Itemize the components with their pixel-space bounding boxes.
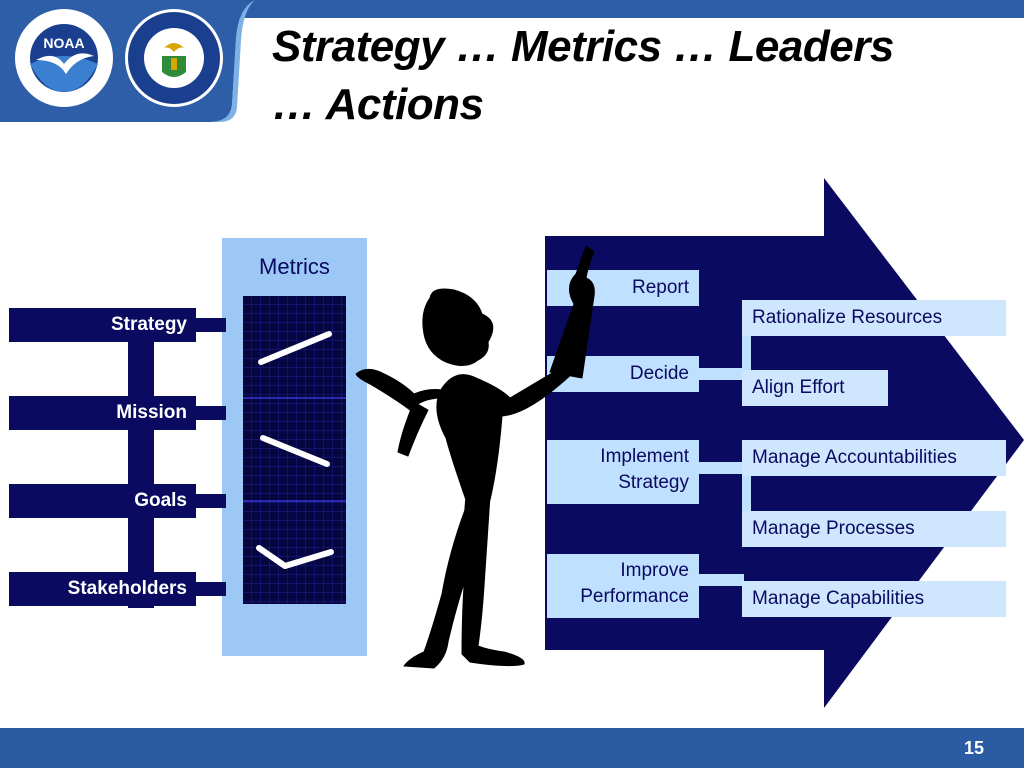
stakeholders-connector <box>196 582 226 596</box>
improve-line-2: Performance <box>580 586 689 607</box>
trend-dip-mark <box>256 545 334 569</box>
implement-line-2: Strategy <box>618 472 689 493</box>
strategy-connector <box>196 318 226 332</box>
stakeholders-bar: Stakeholders <box>9 572 196 606</box>
noaa-logo-text: NOAA <box>43 35 84 51</box>
title-line-2: … Actions <box>272 80 484 129</box>
implement-link <box>699 462 744 474</box>
trend-down-mark <box>260 435 330 467</box>
footer-band <box>0 728 1024 768</box>
title-line-1: Strategy … Metrics … Leaders <box>272 22 894 71</box>
implement-line-1: Implement <box>600 446 689 467</box>
goals-connector <box>196 494 226 508</box>
page-number: 15 <box>963 738 984 758</box>
doc-seal <box>125 9 223 107</box>
mission-connector <box>196 406 226 420</box>
metrics-grid <box>243 296 346 604</box>
manage-processes-box: Manage Processes <box>742 511 1006 547</box>
implement-strategy-box: Implement Strategy <box>547 440 699 504</box>
improve-performance-box: Improve Performance <box>547 554 699 618</box>
header-band <box>0 0 1024 18</box>
manage-accountabilities-box: Manage Accountabilities <box>742 440 1006 476</box>
manage-capabilities-box: Manage Capabilities <box>742 581 1006 617</box>
trend-up-mark <box>258 331 332 365</box>
noaa-logo: NOAA <box>15 9 113 107</box>
metrics-label: Metrics <box>259 254 330 279</box>
improve-line-1: Improve <box>620 560 689 581</box>
rationalize-resources-box: Rationalize Resources <box>742 300 1006 336</box>
align-effort-box: Align Effort <box>742 370 888 406</box>
decide-link <box>699 368 744 380</box>
slide-title: Strategy … Metrics … Leaders … Actions <box>272 18 1012 134</box>
strategy-bar: Strategy <box>9 308 196 342</box>
outcome-link-vertical-2 <box>742 476 751 512</box>
left-stack-spine <box>128 308 154 608</box>
mission-bar: Mission <box>9 396 196 430</box>
leader-figure-icon <box>355 245 595 669</box>
improve-link <box>699 574 744 586</box>
goals-bar: Goals <box>9 484 196 518</box>
